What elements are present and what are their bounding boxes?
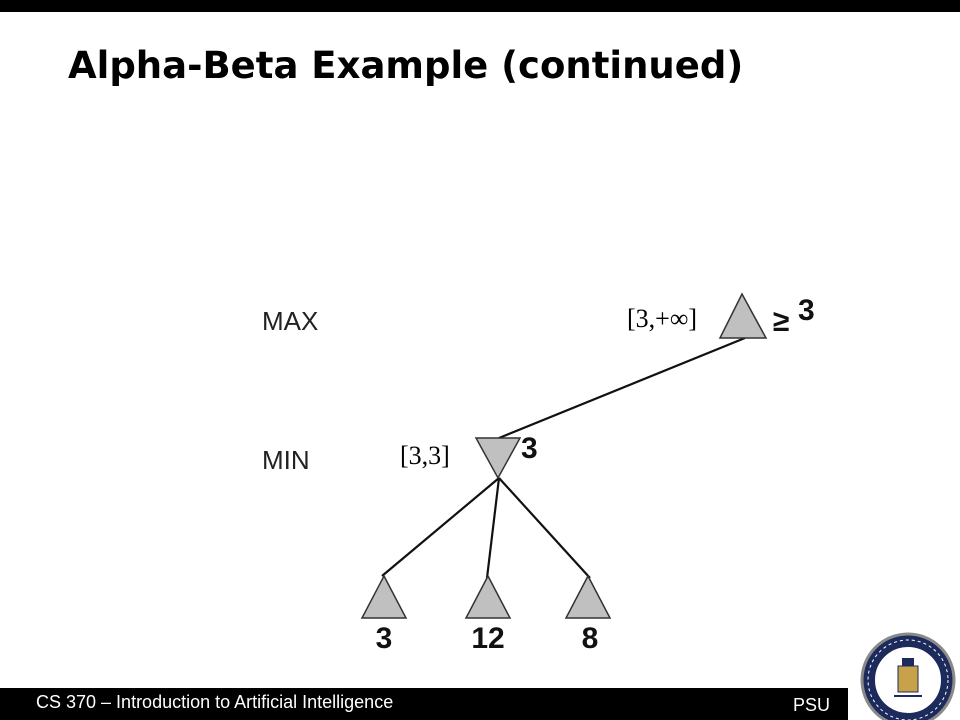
min-node-value: 3 <box>521 432 538 465</box>
edge-max-to-min <box>498 336 746 440</box>
edge-min-to-leaf-2 <box>485 477 501 579</box>
min-level-label: MIN <box>262 445 310 475</box>
footer-bar <box>0 688 848 720</box>
max-node-interval: [3,+∞] <box>627 304 697 333</box>
leaf-value-1: 3 <box>376 622 393 655</box>
university-seal-logo <box>860 632 956 720</box>
top-bar <box>0 0 960 12</box>
max-node <box>718 292 768 339</box>
leaf-value-3: 8 <box>582 622 599 655</box>
min-node-interval: [3,3] <box>400 441 450 470</box>
leaf-value-2: 12 <box>471 622 504 655</box>
edge-min-to-leaf-1 <box>381 477 500 577</box>
edge-min-to-leaf-3 <box>498 477 591 579</box>
leaf-node-3 <box>564 574 612 619</box>
leaf-node-1 <box>360 574 408 619</box>
footer-course-title: CS 370 – Introduction to Artificial Inte… <box>36 692 394 712</box>
slide-title: Alpha-Beta Example (continued) <box>68 44 744 87</box>
max-node-value: 3 <box>798 294 815 327</box>
min-node <box>474 437 522 480</box>
max-node-geq-sign: ≥ <box>773 305 789 338</box>
footer-org-label: PSU <box>792 695 830 715</box>
max-level-label: MAX <box>262 306 318 336</box>
leaf-node-2 <box>464 574 512 619</box>
